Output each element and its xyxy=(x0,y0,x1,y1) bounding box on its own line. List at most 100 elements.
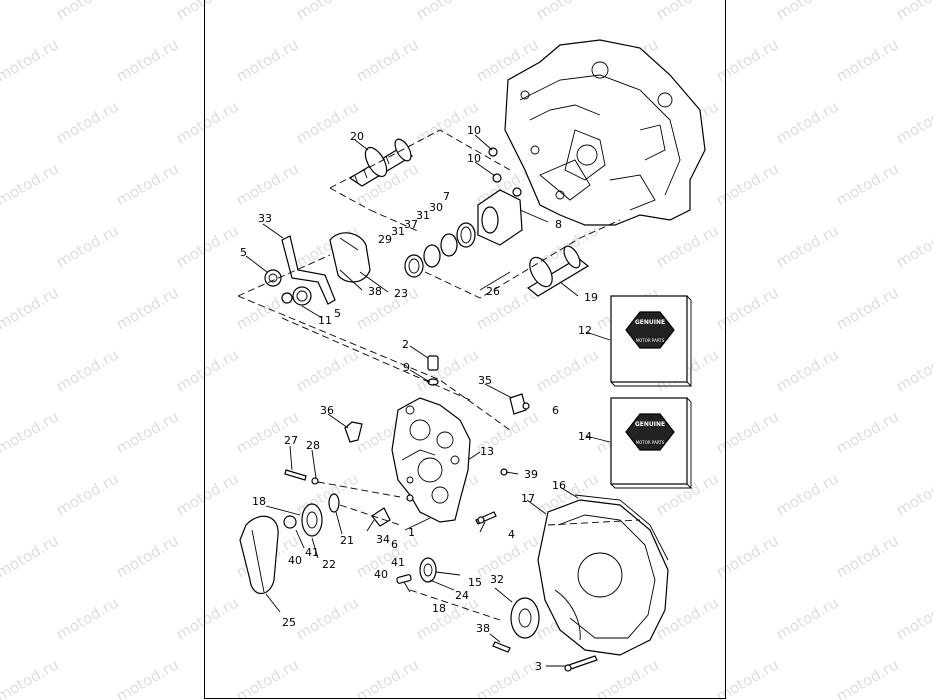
watermark-text: motod.ru xyxy=(833,35,902,85)
watermark-text: motod.ru xyxy=(773,221,842,271)
callout-17: 17 xyxy=(521,492,535,505)
watermark-text: motod.ru xyxy=(773,97,842,147)
watermark-text: motod.ru xyxy=(653,221,722,271)
callout-1: 1 xyxy=(408,526,415,539)
kit-badge-14-line2: MOTOR PARTS xyxy=(636,440,665,445)
watermark-text: motod.ru xyxy=(893,0,933,23)
sprocket-5-icon xyxy=(264,269,312,306)
watermark-text: motod.ru xyxy=(713,531,782,581)
watermark-text: motod.ru xyxy=(833,655,902,700)
watermark-text: motod.ru xyxy=(53,221,122,271)
callout-6: 6 xyxy=(552,404,559,417)
watermark-text: motod.ru xyxy=(833,531,902,581)
callout-14: 14 xyxy=(578,430,592,443)
callout-27: 27 xyxy=(284,434,298,447)
sprocket-24-icon xyxy=(396,557,437,584)
watermark-text: motod.ru xyxy=(833,407,902,457)
callout-3: 3 xyxy=(535,660,542,673)
callout-41: 41 xyxy=(305,546,319,559)
watermark-text: motod.ru xyxy=(893,221,933,271)
leader-lines xyxy=(245,134,611,667)
gasket-16-icon xyxy=(574,494,669,561)
cam-cover-17-icon xyxy=(537,499,669,656)
kit-badge-14-line1: GENUINE xyxy=(635,421,665,428)
watermark-text: motod.ru xyxy=(173,0,242,23)
diagram-frame xyxy=(204,0,726,699)
callout-25: 25 xyxy=(282,616,296,629)
callout-33: 33 xyxy=(258,212,272,225)
cover-32-icon xyxy=(510,597,540,639)
watermark-text: motod.ru xyxy=(293,0,362,23)
callout-19: 19 xyxy=(584,291,598,304)
cam-support-plate-13-icon xyxy=(391,397,471,523)
watermark-text: motod.ru xyxy=(773,593,842,643)
watermark-text: motod.ru xyxy=(233,407,302,457)
dowel-2-icon xyxy=(427,355,439,386)
callout-2: 2 xyxy=(402,338,409,351)
watermark-text: motod.ru xyxy=(0,469,2,519)
callout-10: 10 xyxy=(467,152,481,165)
callout-32: 32 xyxy=(490,573,504,586)
assembly-lines xyxy=(237,129,641,621)
watermark-text: motod.ru xyxy=(0,0,2,23)
callout-4: 4 xyxy=(508,528,515,541)
callout-38: 38 xyxy=(476,622,490,635)
watermark-text: motod.ru xyxy=(893,593,933,643)
callout-29: 29 xyxy=(378,233,392,246)
callout-28: 28 xyxy=(306,439,320,452)
callout-21: 21 xyxy=(340,534,354,547)
kit-badge-12-line1: GENUINE xyxy=(635,319,665,326)
callout-36: 36 xyxy=(320,404,334,417)
callout-38: 38 xyxy=(368,285,382,298)
callout-22: 22 xyxy=(322,558,336,571)
watermark-text: motod.ru xyxy=(53,345,122,395)
watermark-text: motod.ru xyxy=(113,655,182,700)
callout-18: 18 xyxy=(252,495,266,508)
callout-13: 13 xyxy=(480,445,494,458)
callout-23: 23 xyxy=(394,287,408,300)
watermark-text: motod.ru xyxy=(53,593,122,643)
watermark-text: motod.ru xyxy=(893,345,933,395)
watermark-text: motod.ru xyxy=(293,345,362,395)
kit-box-12-icon xyxy=(610,295,693,387)
callout-24: 24 xyxy=(455,589,469,602)
watermark-text: motod.ru xyxy=(113,407,182,457)
watermark-text: motod.ru xyxy=(0,283,62,333)
watermark-text: motod.ru xyxy=(233,35,302,85)
tensioner-34-icon xyxy=(371,507,391,527)
screw-38-icon xyxy=(492,641,511,653)
tensioner-35-icon xyxy=(509,393,530,415)
watermark-text: motod.ru xyxy=(113,531,182,581)
chain-tensioner-33-icon xyxy=(281,235,336,305)
watermark-text: motod.ru xyxy=(773,345,842,395)
watermark-text: motod.ru xyxy=(173,221,242,271)
crankcase-icon xyxy=(504,39,706,226)
watermark-text: motod.ru xyxy=(713,407,782,457)
cam-chain-23-icon xyxy=(329,232,371,283)
callout-37: 37 xyxy=(404,218,418,231)
watermark-text: motod.ru xyxy=(0,655,62,700)
watermark-text: motod.ru xyxy=(713,655,782,700)
callout-15: 15 xyxy=(468,576,482,589)
watermark-text: motod.ru xyxy=(233,655,302,700)
kit-box-14-icon xyxy=(610,397,693,489)
watermark-text: motod.ru xyxy=(53,469,122,519)
watermark-text: motod.ru xyxy=(0,593,2,643)
watermark-text: motod.ru xyxy=(0,35,62,85)
callout-35: 35 xyxy=(478,374,492,387)
callout-6: 6 xyxy=(391,538,398,551)
callout-40: 40 xyxy=(374,568,388,581)
callout-7: 7 xyxy=(443,190,450,203)
watermark-text: motod.ru xyxy=(413,593,482,643)
watermark-text: motod.ru xyxy=(0,345,2,395)
callout-30: 30 xyxy=(429,201,443,214)
watermark-text: motod.ru xyxy=(173,593,242,643)
spring-pin-27-icon xyxy=(284,469,319,485)
callout-5: 5 xyxy=(240,246,247,259)
callout-16: 16 xyxy=(552,479,566,492)
callout-41: 41 xyxy=(391,556,405,569)
callout-5: 5 xyxy=(334,307,341,320)
watermark-text: motod.ru xyxy=(593,655,662,700)
watermark-text: motod.ru xyxy=(353,35,422,85)
